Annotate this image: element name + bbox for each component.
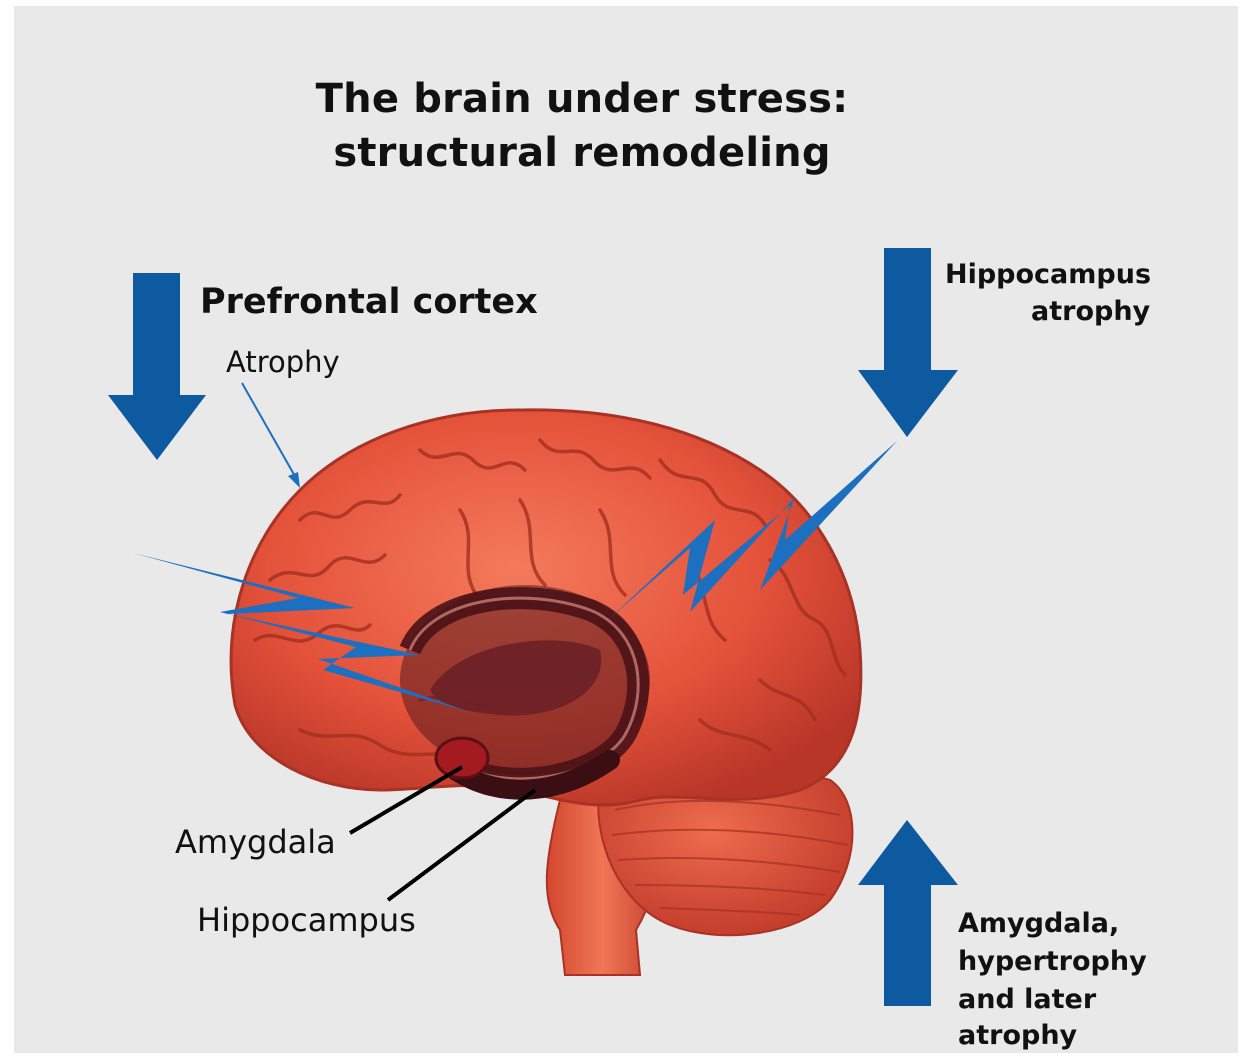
label-amygdala-change-1: Amygdala, [958,908,1119,939]
label-prefrontal-cortex: Prefrontal cortex [200,282,538,322]
atrophy-pointer-head [288,472,300,488]
label-amygdala-change-4: atrophy [958,1020,1077,1051]
amygdala-shape [436,738,488,778]
label-hippocampus-atrophy-2: atrophy [1031,296,1150,327]
label-hippocampus-atrophy-1: Hippocampus [945,259,1151,290]
title-line-2: structural remodeling [0,130,1164,176]
hippocampus-down-arrow-icon [858,248,958,437]
label-amygdala-change-2: hypertrophy [958,946,1147,977]
label-amygdala: Amygdala [175,823,336,861]
atrophy-pointer [242,383,296,478]
amygdala-up-arrow-icon [858,820,958,1006]
label-atrophy: Atrophy [226,345,340,379]
label-amygdala-change-3: and later [958,984,1096,1015]
title-line-1: The brain under stress: [0,76,1164,122]
hippocampus-leader-line [388,790,535,900]
label-hippocampus: Hippocampus [197,901,416,939]
prefrontal-down-arrow-icon [108,273,206,460]
limbic-system [400,585,650,790]
